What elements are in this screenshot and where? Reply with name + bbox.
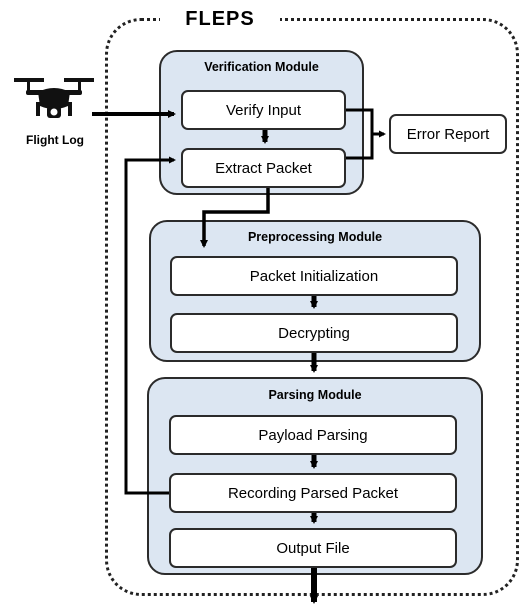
verification-module-title: Verification Module	[204, 60, 319, 74]
drone-icon	[12, 72, 96, 128]
system-title: FLEPS	[160, 2, 280, 36]
extract-packet-step: Extract Packet	[181, 148, 346, 188]
arrow-feedback-loop	[124, 156, 176, 495]
arrow-extract-to-preprocessing	[200, 188, 270, 248]
parsing-module-title: Parsing Module	[268, 388, 362, 402]
payload-parsing-step: Payload Parsing	[169, 415, 457, 455]
verify-input-step: Verify Input	[181, 90, 346, 130]
preprocessing-module-title: Preprocessing Module	[247, 230, 383, 244]
output-file-step: Output File	[169, 528, 457, 568]
recording-parsed-packet-step: Recording Parsed Packet	[169, 473, 457, 513]
arrow-to-error-report	[346, 108, 374, 160]
decrypting-step: Decrypting	[170, 313, 458, 353]
packet-initialization-step: Packet Initialization	[170, 256, 458, 296]
flight-log-label: Flight Log	[26, 133, 84, 147]
error-report: Error Report	[389, 114, 507, 154]
